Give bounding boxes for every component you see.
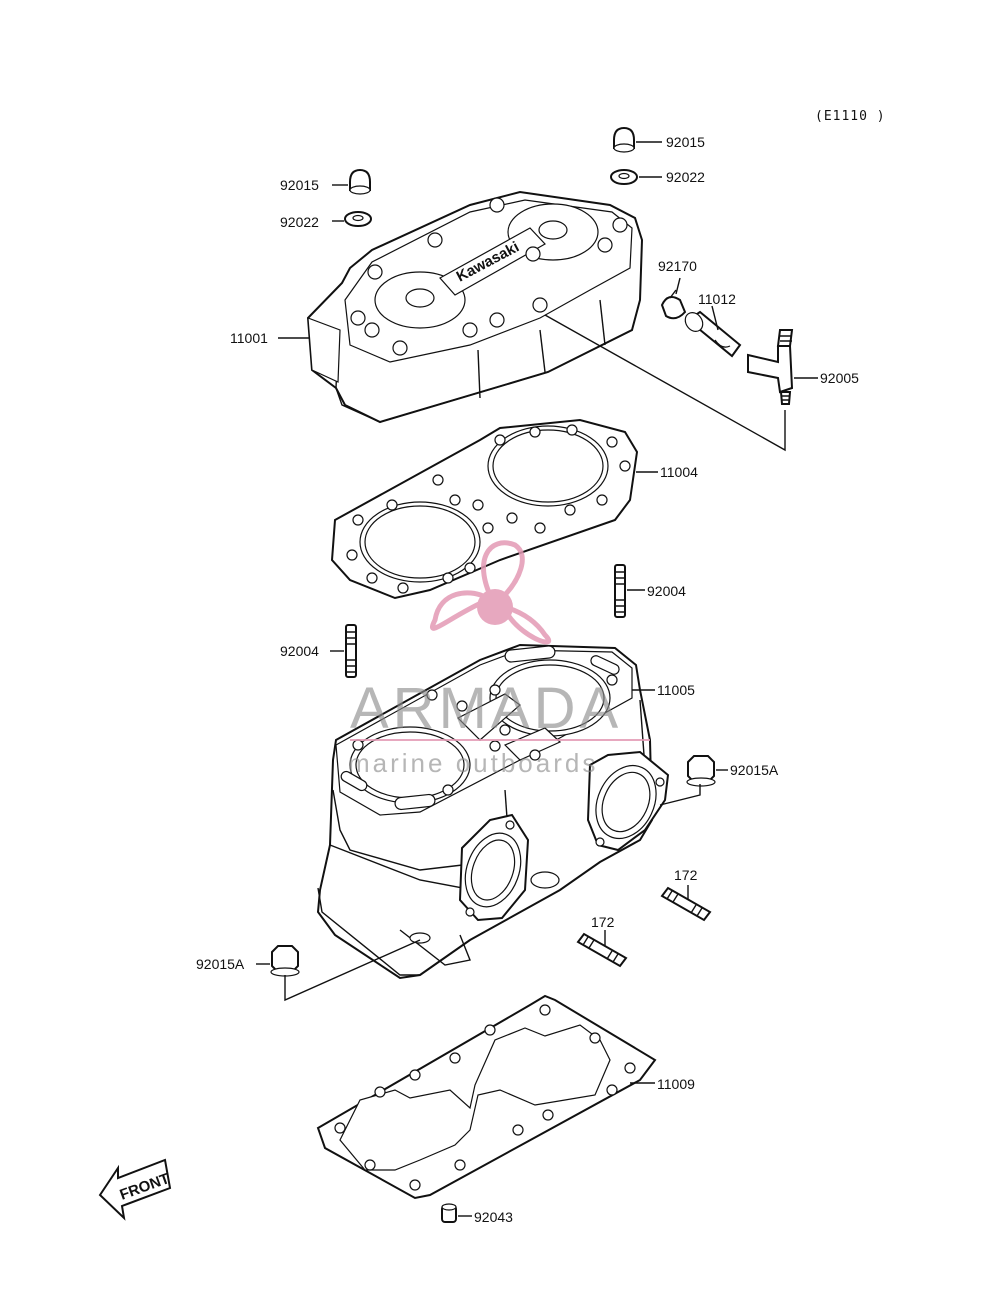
label-92022-left[interactable]: 92022 — [280, 214, 319, 230]
stud-172-left[interactable] — [576, 932, 628, 968]
dowel-pin-92043[interactable] — [441, 1203, 457, 1223]
label-92022-top[interactable]: 92022 — [666, 169, 705, 185]
label-92170[interactable]: 92170 — [658, 258, 697, 274]
label-92004-left[interactable]: 92004 — [280, 643, 319, 659]
head-gasket-11004[interactable] — [330, 418, 639, 600]
watermark-brand: ARMADA — [350, 676, 622, 741]
flange-nut-92015A-right[interactable] — [686, 755, 716, 787]
label-92015A-right[interactable]: 92015A — [730, 762, 779, 778]
propeller-logo — [430, 540, 552, 645]
label-11009[interactable]: 11009 — [657, 1076, 695, 1092]
stud-92004-left[interactable] — [345, 624, 357, 678]
label-92043[interactable]: 92043 — [474, 1209, 513, 1225]
hose-clamp-92170[interactable] — [660, 289, 687, 320]
thermostat-fitting-11012[interactable] — [682, 309, 742, 358]
label-172-left[interactable]: 172 — [591, 914, 615, 930]
label-11012[interactable]: 11012 — [698, 291, 736, 307]
flange-nut-92015A-left[interactable] — [270, 945, 300, 977]
front-direction-arrow: FRONT — [98, 1158, 172, 1221]
cylinder-block-11005[interactable] — [316, 643, 670, 980]
label-92015-top[interactable]: 92015 — [666, 134, 705, 150]
label-11005[interactable]: 11005 — [657, 682, 695, 698]
label-92015A-left[interactable]: 92015A — [196, 956, 245, 972]
label-92015-left[interactable]: 92015 — [280, 177, 319, 193]
elbow-fitting-92005[interactable] — [747, 329, 794, 405]
cap-nut-92015-left[interactable] — [349, 168, 371, 195]
armada-watermark: ARMADA marine outboards — [348, 540, 650, 778]
diagram-code: (E1110 ) — [815, 109, 886, 124]
label-92005[interactable]: 92005 — [820, 370, 859, 386]
watermark-tagline: marine outboards — [348, 748, 598, 778]
stud-92004-right[interactable] — [614, 564, 626, 618]
cylinder-head-cover[interactable]: Kawasaki — [306, 190, 644, 424]
washer-92022-left[interactable] — [344, 211, 372, 227]
label-11004[interactable]: 11004 — [660, 464, 698, 480]
washer-92022-top[interactable] — [610, 169, 638, 185]
label-11001[interactable]: 11001 — [230, 330, 268, 346]
cap-nut-92015-top[interactable] — [613, 126, 635, 153]
label-92004-right[interactable]: 92004 — [647, 583, 686, 599]
base-gasket-11009[interactable] — [316, 994, 657, 1200]
label-172-right[interactable]: 172 — [674, 867, 698, 883]
stud-172-right[interactable] — [660, 886, 712, 922]
